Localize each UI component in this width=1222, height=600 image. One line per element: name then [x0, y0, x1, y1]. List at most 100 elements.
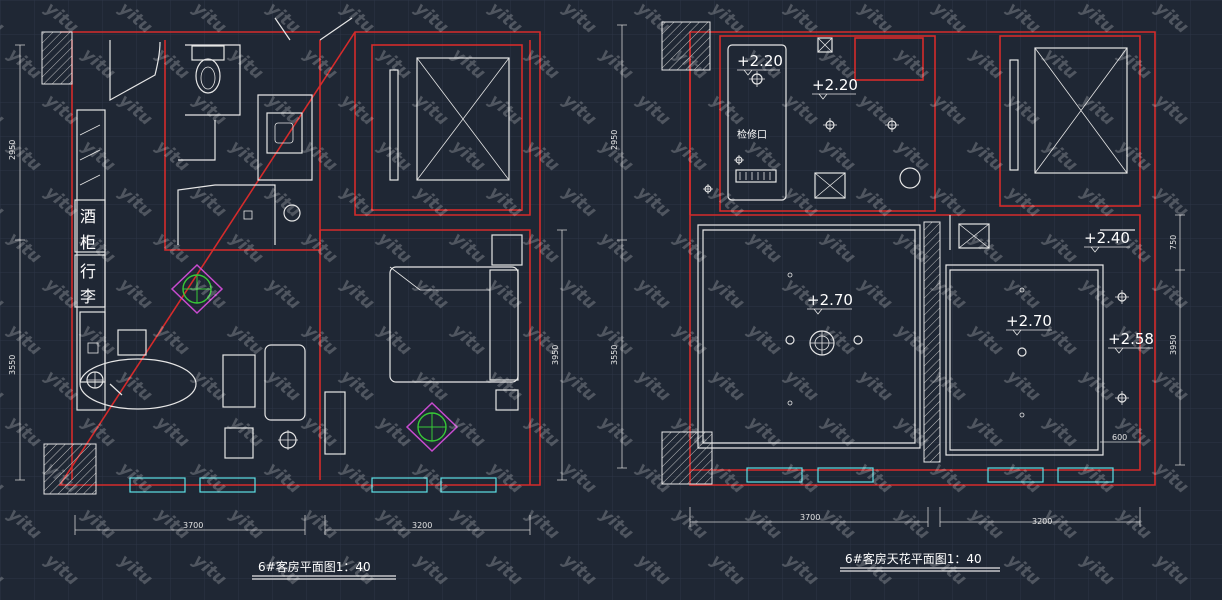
column-top-left	[41, 31, 73, 85]
downlight-icon	[885, 118, 899, 132]
elevation-label: +2.40	[1084, 229, 1130, 247]
exhaust-grille	[739, 172, 771, 180]
small-light-icon	[853, 335, 863, 345]
shower-drain-icon	[243, 210, 253, 220]
chandelier-icon	[809, 330, 835, 356]
bath-ceiling	[719, 35, 936, 212]
shower-glass	[177, 120, 276, 245]
watermark-text: yitu	[0, 91, 8, 130]
watermark-text: yitu	[0, 367, 8, 406]
dimension-text: 3700	[183, 521, 203, 530]
toilet-icon	[191, 45, 225, 94]
top-door-swing	[274, 17, 353, 41]
downlight-icon	[1115, 391, 1129, 405]
watermark-text: yitu	[0, 459, 8, 498]
sprinkler-icon	[787, 400, 793, 406]
entry-door-swing	[109, 40, 161, 102]
window	[817, 467, 874, 483]
closet-wall	[354, 32, 531, 216]
elevation-label: +2.20	[737, 52, 783, 70]
dimension-text: 600	[1112, 433, 1127, 442]
dimension-text: 3200	[412, 521, 432, 530]
inner-closet-line	[371, 44, 523, 211]
dimension-line	[15, 44, 25, 481]
ac-cross	[958, 223, 990, 249]
dimension-line	[557, 229, 567, 481]
dimension-text: 3950	[1169, 335, 1178, 355]
phone-icon	[495, 389, 519, 411]
bath-light-cross	[814, 172, 846, 199]
side-cabinet	[79, 311, 106, 383]
wine-cabinet	[74, 199, 106, 253]
luggage-rack	[74, 254, 106, 308]
wine-cabinet-label-2: 柜	[80, 233, 96, 252]
watermark-text: yitu	[0, 551, 8, 590]
watermark-text: yitu	[0, 183, 8, 222]
closet-cross	[1034, 47, 1128, 174]
outer-wall	[689, 31, 1156, 486]
wall-hatch	[923, 221, 941, 463]
lamp-cross	[87, 372, 103, 388]
luggage-label-1: 行	[80, 262, 96, 281]
dimension-text: 3200	[1032, 517, 1052, 526]
tv-cabinet	[324, 391, 346, 455]
sprinkler-icon	[1019, 287, 1025, 293]
elevation-label: +2.70	[807, 291, 853, 309]
downlight-icon	[823, 118, 837, 132]
dimension-text: 750	[1169, 235, 1178, 250]
ceiling-tray	[697, 224, 921, 449]
dimension-text: 3550	[8, 355, 17, 375]
column-bottom-left	[43, 443, 97, 495]
access-hatch-label: 检修口	[737, 128, 767, 141]
downlight-icon	[749, 71, 765, 87]
bath-light-panel	[814, 172, 846, 199]
watermark-text: yitu	[0, 275, 8, 314]
wardrobe-cross	[416, 57, 510, 181]
elevation-mark	[1006, 329, 1052, 336]
luggage-label-2: 李	[80, 287, 96, 306]
wardrobe-box	[416, 57, 510, 181]
ac-unit	[958, 223, 990, 249]
wardrobe-doors	[79, 124, 101, 186]
cabinet-icon	[87, 342, 99, 354]
nightstand	[491, 234, 523, 266]
dimension-text: 2950	[8, 140, 17, 160]
vent-icon	[817, 37, 833, 53]
window	[1057, 467, 1114, 483]
elevation-label: +2.58	[1108, 330, 1154, 348]
pen-icon	[109, 383, 123, 396]
title-underline	[252, 575, 396, 580]
plant-icon	[405, 401, 459, 453]
dimension-line	[617, 24, 627, 469]
dimension-line	[1175, 214, 1185, 466]
vent-cross	[817, 37, 833, 53]
dimension-line	[74, 515, 531, 535]
elevation-label: +2.20	[812, 76, 858, 94]
curtain-line	[949, 215, 1135, 250]
sprinkler-icon	[1019, 412, 1025, 418]
window	[987, 467, 1044, 483]
window	[440, 477, 497, 493]
window	[129, 477, 186, 493]
basin-icon	[283, 204, 301, 222]
dimension-text: 2950	[610, 130, 619, 150]
sink-bowl	[274, 122, 294, 144]
sink-icon	[266, 112, 303, 154]
armchair	[264, 344, 306, 421]
bath-wall	[164, 40, 321, 251]
curtain-box	[1009, 59, 1019, 171]
ceiling-plan-title: 6#客房天花平面图1：40	[845, 551, 982, 566]
dimension-line	[689, 507, 1141, 527]
window	[746, 467, 803, 483]
watermark-text: yitu	[0, 0, 8, 38]
ottoman	[224, 427, 254, 459]
exhaust-fan	[735, 169, 777, 183]
plant-icon	[170, 263, 224, 315]
outer-wall	[58, 31, 541, 486]
window	[199, 477, 256, 493]
desk-chair	[117, 329, 147, 356]
elevation-mark	[812, 93, 856, 100]
ceiling-plan: 检修口 +2.20	[610, 21, 1185, 572]
ceiling-panel	[727, 44, 787, 201]
headboard	[489, 269, 519, 381]
